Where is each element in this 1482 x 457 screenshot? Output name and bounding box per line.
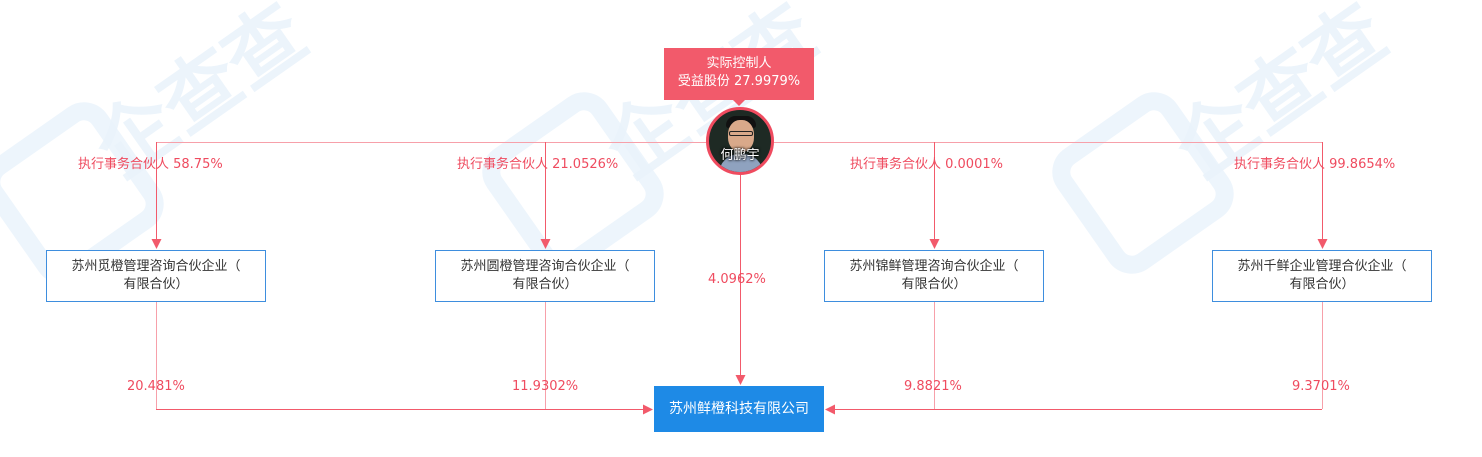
partner-role-label: 执行事务合伙人 0.0001% — [850, 157, 1003, 172]
partner-name-line1: 苏州觅橙管理咨询合伙企业（ — [71, 259, 241, 274]
partner-name-line1: 苏州千鲜企业管理合伙企业（ — [1237, 259, 1407, 274]
avatar-face — [728, 120, 754, 152]
partner-stake-label: 20.481% — [127, 379, 185, 394]
partner-node[interactable]: 苏州千鲜企业管理合伙企业（ 有限合伙） — [1212, 250, 1432, 302]
partner-name-line2: 有限合伙） — [512, 277, 578, 292]
avatar-shirt — [719, 154, 763, 172]
partner-node[interactable]: 苏州觅橙管理咨询合伙企业（ 有限合伙） — [46, 250, 266, 302]
partner-stake-label: 9.8821% — [904, 379, 962, 394]
partner-stake-label: 11.9302% — [512, 379, 579, 394]
partner-name-line2: 有限合伙） — [1289, 277, 1355, 292]
controller-benefit-share: 受益股份 27.9979% — [677, 74, 801, 89]
controller-tag: 实际控制人 受益股份 27.9979% — [664, 48, 814, 106]
target-company-node[interactable]: 苏州鲜橙科技有限公司 — [654, 386, 824, 432]
partner-name-line2: 有限合伙） — [901, 277, 967, 292]
direct-stake-label: 4.0962% — [708, 272, 766, 287]
controller-title: 实际控制人 — [706, 56, 772, 71]
partner-role-label: 执行事务合伙人 21.0526% — [457, 157, 619, 172]
partner-node[interactable]: 苏州锦鲜管理咨询合伙企业（ 有限合伙） — [824, 250, 1044, 302]
partner-role-label: 执行事务合伙人 58.75% — [78, 157, 223, 172]
partner-name-line1: 苏州圆橙管理咨询合伙企业（ — [460, 259, 630, 274]
partner-name-line1: 苏州锦鲜管理咨询合伙企业（ — [849, 259, 1019, 274]
partner-node[interactable]: 苏州圆橙管理咨询合伙企业（ 有限合伙） — [435, 250, 655, 302]
partner-role-label: 执行事务合伙人 99.8654% — [1234, 157, 1396, 172]
partner-stake-label: 9.3701% — [1292, 379, 1350, 394]
partner-name-line2: 有限合伙） — [123, 277, 189, 292]
controller-name[interactable]: 何鹏宇 — [720, 148, 760, 163]
controller-avatar[interactable]: 何鹏宇 — [706, 107, 774, 175]
avatar-glasses — [729, 131, 753, 136]
